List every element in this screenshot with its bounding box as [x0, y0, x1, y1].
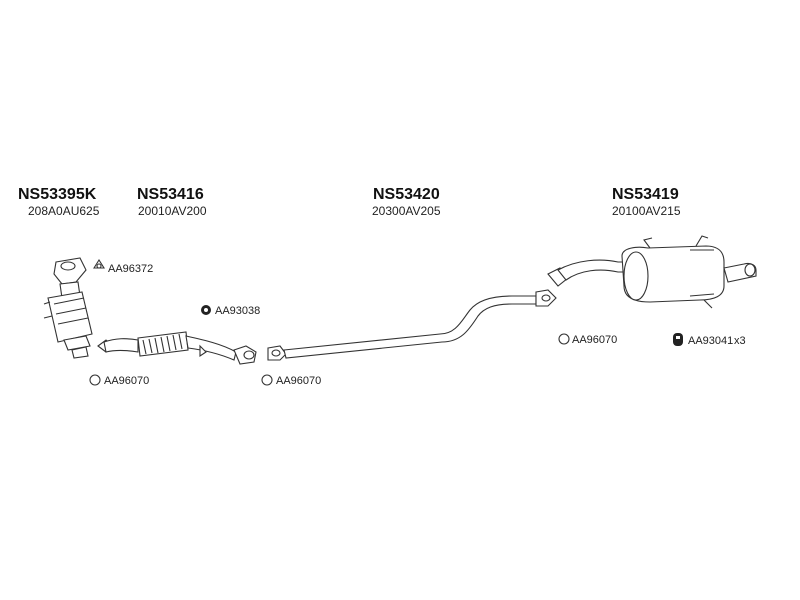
- accessory-quantity: x3: [734, 335, 746, 347]
- accessory-code: AA93041: [688, 335, 733, 347]
- accessory-code: AA93038: [215, 305, 260, 317]
- rear-silencer-drawing: [547, 235, 757, 309]
- part-group-4: NS53419 20100AV215: [612, 186, 681, 218]
- part-number: NS53420: [373, 186, 440, 203]
- accessory-aa96070-2: AA96070: [261, 374, 321, 387]
- gasket-ring-icon: [558, 333, 570, 345]
- accessory-aa96070-1: AA96070: [89, 374, 149, 387]
- part-group-2: NS53416 20010AV200: [137, 186, 207, 218]
- accessory-code: AA96070: [104, 375, 149, 387]
- accessory-aa96372: AA96372: [93, 258, 153, 275]
- catalytic-converter-drawing: [43, 257, 93, 359]
- rubber-hanger-icon: [673, 333, 683, 346]
- accessory-aa93038: AA93038: [201, 305, 260, 317]
- front-pipe-drawing: [97, 331, 257, 365]
- oem-number: 208A0AU625: [28, 204, 100, 218]
- gasket-ring-icon: [89, 374, 101, 386]
- accessory-code: AA96070: [276, 375, 321, 387]
- oem-number: 20300AV205: [372, 204, 441, 218]
- part-number: NS53419: [612, 186, 679, 203]
- part-number: NS53395K: [18, 186, 97, 203]
- oem-number: 20100AV215: [612, 204, 681, 218]
- oem-number: 20010AV200: [138, 204, 207, 218]
- nut-icon: [201, 305, 211, 315]
- part-group-1: NS53395K 208A0AU625: [18, 186, 100, 218]
- accessory-aa96070-3: AA96070: [558, 333, 617, 346]
- part-number: NS53416: [137, 186, 204, 203]
- accessory-code: AA96070: [572, 334, 617, 346]
- accessory-aa93041: AA93041 x3: [673, 333, 746, 347]
- part-group-3: NS53420 20300AV205: [372, 186, 441, 218]
- middle-pipe-drawing: [267, 289, 557, 361]
- gasket-ring-icon: [261, 374, 273, 386]
- accessory-code: AA96372: [108, 263, 153, 275]
